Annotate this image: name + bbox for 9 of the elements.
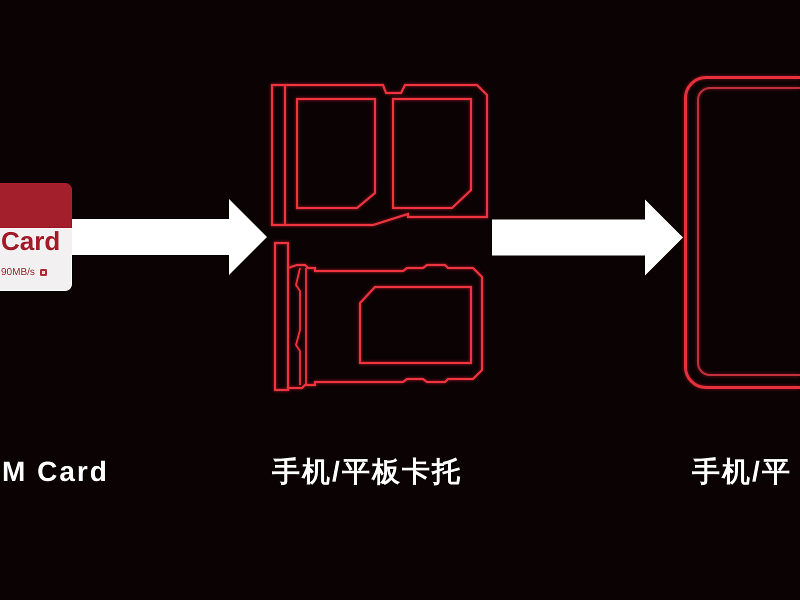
phone-outline-drawing [684,76,800,389]
caption: 手机/平 [692,455,792,489]
speed-label: 90MB/s [1,267,35,279]
memory-card [0,183,72,291]
caption: M Card [2,455,109,489]
arrow [72,199,267,275]
caption: 手机/平板卡托 [272,455,462,489]
card-label: Card [1,227,60,255]
arrow [492,200,683,276]
